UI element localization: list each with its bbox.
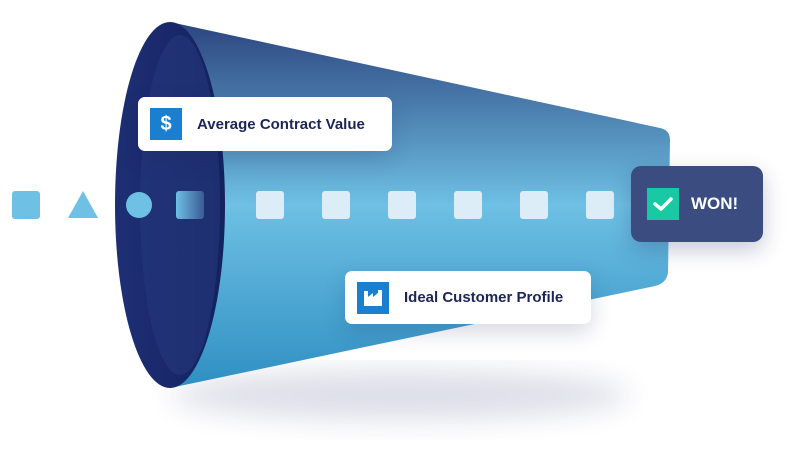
- stage-square-icon: [256, 191, 284, 219]
- won-badge: WON!: [631, 166, 763, 242]
- won-label: WON!: [691, 194, 739, 213]
- average-contract-value-card: $ Average Contract Value: [138, 97, 392, 151]
- stage-square-icon: [454, 191, 482, 219]
- ideal-customer-profile-card: Ideal Customer Profile: [345, 271, 591, 324]
- average-contract-value-label: Average Contract Value: [197, 115, 365, 133]
- stage-square-icon: [12, 191, 40, 219]
- stage-square-icon: [388, 191, 416, 219]
- factory-icon: [357, 281, 389, 314]
- stage-triangle-icon: [68, 191, 98, 218]
- stage-circle-icon: [126, 192, 152, 218]
- stage-square-icon: [176, 191, 204, 219]
- stage-square-icon: [586, 191, 614, 219]
- stage-square-icon: [520, 191, 548, 219]
- dollar-icon: $: [150, 108, 182, 140]
- ideal-customer-profile-label: Ideal Customer Profile: [404, 289, 564, 306]
- checkmark-icon: [647, 188, 679, 220]
- stage-square-icon: [322, 191, 350, 219]
- funnel-shadow: [170, 370, 630, 420]
